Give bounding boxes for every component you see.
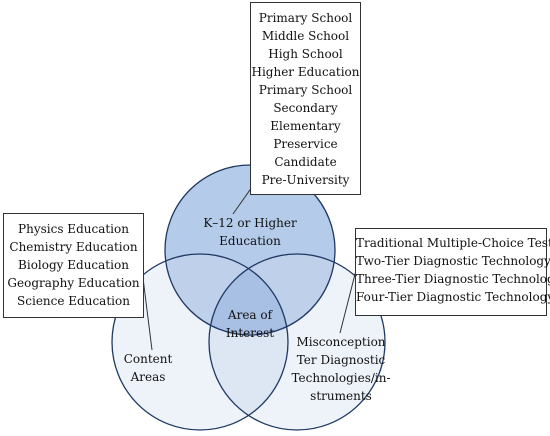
diagnostic-technologies-box: Traditional Multiple-Choice Tests Two-Ti… xyxy=(355,228,550,316)
right-circle-label-line: struments xyxy=(310,389,372,403)
content-area-item: Geography Education xyxy=(7,276,140,290)
left-circle-outline xyxy=(111,253,289,431)
right-circle-label-line: Ter Diagnostic xyxy=(296,353,386,367)
center-label: Area of Interest xyxy=(215,306,285,342)
content-area-item: Chemistry Education xyxy=(9,240,138,254)
education-levels-box: Primary School Middle School High School… xyxy=(250,2,361,195)
top-circle-label-line: K–12 or Higher xyxy=(203,216,297,230)
content-areas-box: Physics Education Chemistry Education Bi… xyxy=(3,213,144,318)
diagnostic-item: Four-Tier Diagnostic Technology xyxy=(356,290,550,304)
level-item: Primary School xyxy=(258,83,353,97)
right-circle-label-line: Technologies/in- xyxy=(291,371,391,385)
level-item: High School xyxy=(268,47,343,61)
left-circle-label-line: Areas xyxy=(130,370,166,384)
top-circle-label: K–12 or Higher Education xyxy=(190,214,310,250)
center-overlap xyxy=(209,254,288,335)
diagnostic-item: Traditional Multiple-Choice Tests xyxy=(356,236,550,250)
level-item: Middle School xyxy=(261,29,350,43)
center-label-line: Interest xyxy=(225,326,275,340)
left-circle-label-line: Content xyxy=(123,352,173,366)
center-label-line: Area of xyxy=(227,308,273,322)
level-item: Higher Education xyxy=(251,65,360,79)
right-circle-outline xyxy=(208,253,386,431)
level-item: Primary School xyxy=(258,11,353,25)
level-item: Pre-University xyxy=(261,173,350,187)
level-item: Preservice xyxy=(273,137,338,151)
diagnostic-item: Three-Tier Diagnostic Technology xyxy=(356,272,550,286)
left-circle-label: Content Areas xyxy=(108,350,188,386)
level-item: Secondary xyxy=(273,101,338,115)
level-item: Candidate xyxy=(274,155,337,169)
top-circle-label-line: Education xyxy=(219,234,281,248)
content-area-item: Physics Education xyxy=(18,222,129,236)
content-area-item: Biology Education xyxy=(18,258,129,272)
diagnostic-item: Two-Tier Diagnostic Technology xyxy=(356,254,550,268)
content-area-item: Science Education xyxy=(17,294,130,308)
right-circle-label-line: Misconception xyxy=(296,335,386,349)
level-item: Elementary xyxy=(270,119,341,133)
right-circle-label: Misconception Ter Diagnostic Technologie… xyxy=(276,333,406,405)
